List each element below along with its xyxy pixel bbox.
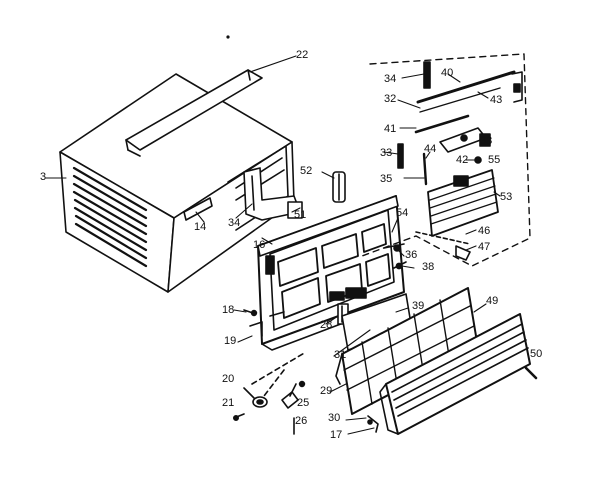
bracket-14	[183, 197, 213, 221]
cabinet-louvers	[72, 166, 148, 268]
front-louver	[367, 313, 538, 435]
cabinet	[59, 69, 295, 293]
channel-parts	[243, 167, 346, 221]
control-enclosure-boundary	[361, 53, 531, 267]
front-frame-openings	[277, 223, 391, 319]
hardware	[233, 244, 407, 435]
control-enclosure	[361, 53, 531, 267]
leader-lines	[45, 55, 501, 435]
front-frame	[257, 195, 405, 351]
filter-panel	[335, 287, 479, 415]
top-bar	[125, 69, 263, 157]
